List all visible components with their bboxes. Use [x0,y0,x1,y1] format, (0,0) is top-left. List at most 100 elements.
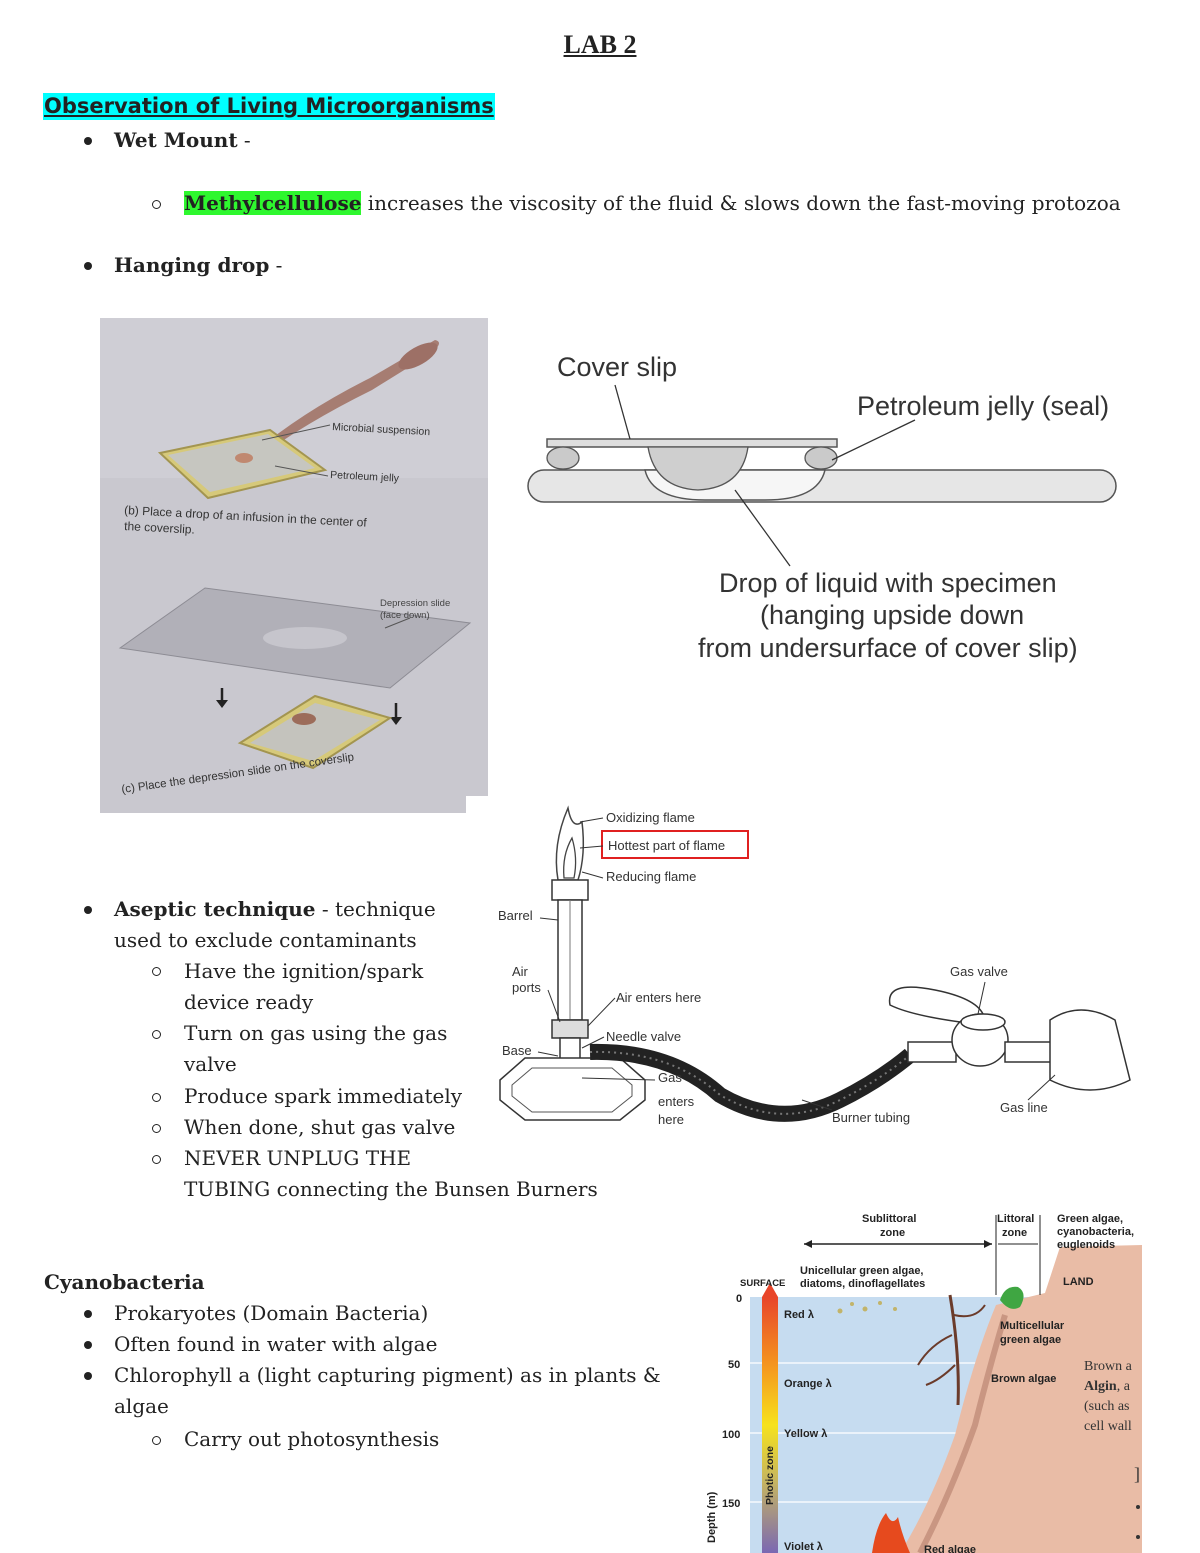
sub-bullet-circle [152,1030,161,1039]
hanging-drop-photo: Microbial suspension Petroleum jelly (b)… [100,318,488,813]
label-gas-enters-2: enters [658,1094,695,1109]
label-air-ports-2: ports [512,980,541,995]
bullet-dot [84,1341,92,1349]
aseptic-item: Aseptic technique - technique [114,894,436,925]
svg-text:Algin, a: Algin, a [1084,1379,1131,1394]
label-needle-valve: Needle valve [606,1029,681,1044]
methylcellulose-item: Methylcellulose increases the viscosity … [184,188,1121,219]
label-red-algae: Red algae [924,1544,976,1553]
sub-bullet-circle [152,967,161,976]
label-burner-tubing: Burner tubing [832,1110,910,1125]
side-text-1: Brown a [1084,1359,1133,1374]
label-multicellular-green: green algae [1000,1334,1061,1346]
aseptic-step-cont: TUBING connecting the Bunsen Burners [184,1177,598,1201]
cyano-item-cont: algae [114,1394,169,1418]
cyano-sub-item: Carry out photosynthesis [184,1427,440,1451]
side-text-algin: Algin [1084,1379,1117,1394]
label-drop-line1: Drop of liquid with specimen [719,568,1057,598]
label-drop-line3: from undersurface of cover slip) [698,633,1078,663]
label-oxidizing-flame: Oxidizing flame [606,810,695,825]
label-hottest-part: Hottest part of flame [608,838,725,853]
aseptic-step: Turn on gas using the gas [184,1021,448,1045]
wet-mount-item: Wet Mount - [114,125,251,156]
label-red-wavelength: Red λ [784,1309,814,1321]
label-multicellular: Multicellular [1000,1320,1065,1332]
hanging-drop-item: Hanging drop - [114,250,282,281]
methylcellulose-term: Methylcellulose [184,191,362,215]
side-text-4: cell wall [1084,1419,1132,1434]
aseptic-step: When done, shut gas valve [184,1115,456,1139]
label-unicellular: Unicellular green algae, [800,1265,924,1277]
label-sublittoral: Sublittoral [862,1213,916,1225]
side-dot [1136,1535,1140,1539]
label-cyanobacteria: cyanobacteria, [1057,1226,1134,1238]
label-air-enters: Air enters here [616,990,701,1005]
label-petroleum-jelly: Petroleum jelly [330,469,400,485]
methylcellulose-description: increases the viscosity of the fluid & s… [361,191,1121,215]
label-green-algae: Green algae, [1057,1213,1123,1225]
sub-bullet-circle [152,1155,161,1164]
aseptic-term: Aseptic technique [114,897,316,921]
label-violet-wavelength: Violet λ [784,1541,823,1553]
side-text-5: ] [1134,1464,1140,1484]
aseptic-step-cont: valve [184,1052,237,1076]
bunsen-burner-diagram: Oxidizing flame Hottest part of flame Re… [498,805,1131,1127]
label-euglenoids: euglenoids [1057,1239,1115,1251]
sub-bullet-circle [152,1436,161,1445]
side-dot [1136,1505,1140,1509]
label-petroleum-seal: Petroleum jelly (seal) [857,391,1109,421]
aseptic-step: Have the ignition/spark [184,959,424,983]
aseptic-step-cont: device ready [184,990,314,1014]
label-diatoms: diatoms, dinoflagellates [800,1278,925,1290]
aseptic-rest-1: - technique [315,897,436,921]
sub-bullet-circle [152,1124,161,1133]
caption-b-line2: the coverslip. [124,519,195,537]
label-barrel: Barrel [498,908,533,923]
depth-tick: 100 [722,1429,740,1441]
label-reducing-flame: Reducing flame [606,869,696,884]
label-gas-enters-1: Gas [658,1070,682,1085]
bullet-dot [84,906,92,914]
bullet-dot [84,137,92,145]
hanging-drop-diagram: Cover slip Petroleum jelly (seal) Drop o… [527,352,1117,663]
bullet-dot [84,1372,92,1380]
label-base: Base [502,1043,532,1058]
bullet-dot [84,1310,92,1318]
label-air-ports-1: Air [512,964,529,979]
label-drop-line2: (hanging upside down [760,600,1024,630]
label-cover-slip: Cover slip [557,352,677,382]
sub-bullet-circle [152,1093,161,1102]
label-land: LAND [1063,1276,1094,1288]
ocean-zones-diagram: 0 50 100 150 Depth (m) Photic zone Subli… [706,1213,1142,1553]
label-gas-enters-3: here [658,1112,684,1127]
section-heading-observation: Observation of Living Microorganisms [43,93,495,120]
depth-tick: 150 [722,1498,740,1510]
cyano-item: Prokaryotes (Domain Bacteria) [114,1301,429,1325]
page-title: LAB 2 [563,30,637,59]
sub-bullet-circle [152,200,161,209]
section-heading-cyanobacteria: Cyanobacteria [44,1270,205,1294]
label-yellow-wavelength: Yellow λ [784,1428,827,1440]
cyano-item: Often found in water with algae [114,1332,438,1356]
hanging-drop-label: Hanging drop [114,253,270,277]
label-sublittoral-zone: zone [880,1227,905,1239]
label-depth-axis: Depth (m) [706,1491,718,1543]
aseptic-step: Produce spark immediately [184,1084,463,1108]
wet-mount-dash: - [237,128,251,152]
label-face-down: (face down) [380,610,430,621]
label-orange-wavelength: Orange λ [784,1378,832,1390]
side-text-2: , a [1117,1379,1131,1394]
label-microbial-suspension: Microbial suspension [332,421,431,438]
cyano-item: Chlorophyll a (light capturing pigment) … [114,1363,661,1387]
side-text-3: (such as [1084,1399,1130,1414]
wet-mount-label: Wet Mount [114,128,238,152]
label-brown-algae: Brown algae [991,1373,1056,1385]
label-surface: SURFACE [740,1278,785,1289]
label-littoral: Littoral [997,1213,1034,1225]
depth-tick: 0 [736,1293,742,1305]
bullet-dot [84,262,92,270]
label-photic-zone: Photic zone [764,1446,776,1505]
depth-tick: 50 [728,1359,740,1371]
label-gas-line: Gas line [1000,1100,1048,1115]
label-depression-slide: Depression slide [380,598,450,609]
